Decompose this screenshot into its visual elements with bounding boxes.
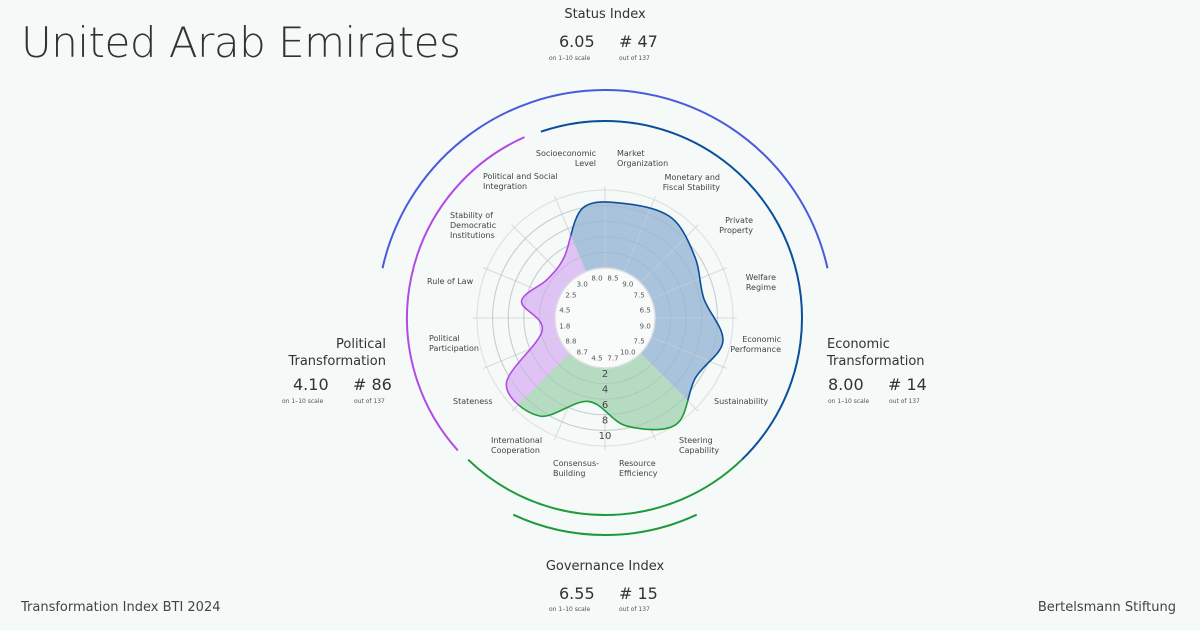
dimension-value-label: 8.0 (591, 274, 602, 282)
dimension-value-label: 10.0 (620, 349, 636, 357)
status-index-rank-note: out of 137 (619, 55, 650, 62)
economic-score: 8.00 (828, 375, 864, 394)
governance-index-score: 6.55 (559, 584, 595, 603)
economic-title-line-1: Economic (827, 337, 890, 352)
political-score-note: on 1–10 scale (282, 398, 324, 405)
economic-rank-note: out of 137 (889, 398, 920, 405)
grid-spoke (482, 336, 559, 369)
inner-circle (554, 267, 656, 369)
dimension-label: Stateness (453, 397, 493, 406)
dimension-value-label: 8.8 (565, 337, 576, 345)
dimension-value-label: 3.0 (577, 280, 588, 288)
political-score: 4.10 (293, 375, 329, 394)
grid-spoke (482, 267, 559, 300)
country-title: United Arab Emirates (21, 18, 461, 67)
dimension-value-label: 8.5 (607, 274, 618, 282)
grid-spoke (554, 364, 587, 441)
dimension-value-label: 7.5 (634, 337, 645, 345)
grid-ring-inner (492, 205, 718, 431)
governance-outline (505, 318, 724, 431)
political-outline (505, 201, 605, 431)
grid-spoke (640, 353, 699, 412)
economic-score-note: on 1–10 scale (828, 398, 870, 405)
scale-tick-label: 10 (599, 431, 612, 442)
governance-index-score-note: on 1–10 scale (549, 606, 591, 613)
dimension-label: Consensus-Building (553, 459, 600, 478)
grid-spoke (554, 195, 587, 272)
scale-tick-label: 2 (602, 369, 608, 380)
status-index-rank: # 47 (619, 32, 658, 51)
grid-ring-inner (507, 220, 703, 416)
grid-spoke (651, 267, 728, 300)
governance-arc (467, 458, 743, 516)
political-arc (406, 136, 525, 452)
scale-tick-label: 6 (602, 400, 608, 411)
dimension-value-label: 6.5 (640, 307, 651, 315)
footer-source: Transformation Index BTI 2024 (21, 600, 221, 615)
status-index-score: 6.05 (559, 32, 595, 51)
dimension-value-label: 8.7 (577, 349, 588, 357)
economic-arc (540, 120, 803, 461)
dimension-value-label: 7.5 (634, 292, 645, 300)
political-rank: # 86 (353, 375, 392, 394)
governance-index-arc (512, 513, 698, 536)
dimension-label: Sustainability (714, 397, 769, 406)
grid-spoke (623, 364, 656, 441)
grid-spoke (640, 224, 699, 283)
status-index-score-note: on 1–10 scale (549, 55, 591, 62)
scale-tick-label: 4 (602, 384, 608, 395)
footer-publisher: Bertelsmann Stiftung (1037, 600, 1176, 615)
grid-ring-inner (523, 236, 687, 400)
status-index-arc (381, 89, 829, 269)
dimension-value-label: 9.0 (640, 322, 651, 330)
grid-spoke (651, 336, 728, 369)
governance-index-title: Governance Index (545, 559, 665, 574)
political-rank-note: out of 137 (354, 398, 385, 405)
dimension-value-label: 4.5 (591, 355, 602, 363)
dimension-value-label: 1.8 (559, 322, 570, 330)
grid-spoke (511, 224, 570, 283)
dimension-value-label: 7.7 (607, 355, 618, 363)
political-title-line-2: Transformation (288, 354, 386, 369)
grid-spoke (511, 353, 570, 412)
status-index-title: Status Index (564, 7, 646, 22)
dimension-value-label: 2.5 (565, 292, 576, 300)
dimension-label: Rule of Law (427, 277, 474, 286)
governance-index-rank: # 15 (619, 584, 658, 603)
governance-index-rank-note: out of 137 (619, 606, 650, 613)
political-title-line-1: Political (336, 337, 386, 352)
dimension-value-label: 4.5 (559, 307, 570, 315)
scale-tick-label: 8 (602, 416, 608, 427)
economic-title-line-2: Transformation (827, 354, 925, 369)
economic-rank: # 14 (888, 375, 927, 394)
dimension-value-label: 9.0 (622, 280, 633, 288)
grid-ring-inner (538, 251, 672, 385)
